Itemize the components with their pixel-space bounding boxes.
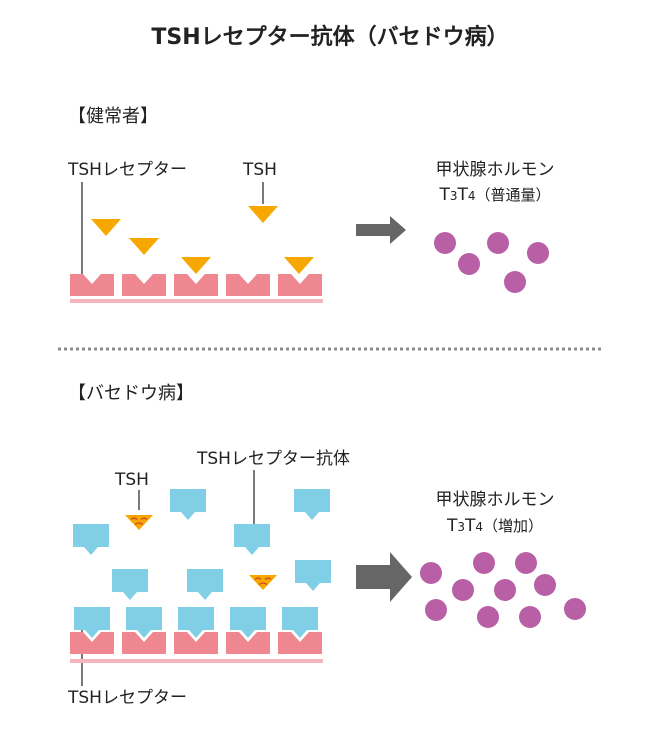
- normal-receptor-row: [70, 274, 322, 296]
- normal-tsh-label: TSH: [243, 160, 277, 180]
- hormone-dot: [425, 599, 447, 621]
- normal-arrow: [356, 216, 406, 244]
- normal-cell-membrane: [70, 299, 323, 303]
- graves-tsh-label: TSH: [115, 470, 149, 490]
- graves-cell-membrane: [70, 659, 323, 663]
- hormone-dot: [473, 552, 495, 574]
- graves-hormone-dots: [420, 552, 586, 628]
- graves-arrow: [356, 552, 412, 602]
- antibody-shape: [73, 524, 109, 555]
- hormone-dot: [564, 598, 586, 620]
- antibody-shape: [187, 569, 223, 600]
- receptor-shape: [122, 274, 166, 296]
- antibody-shape: [234, 524, 270, 555]
- sad-tsh-shape: [248, 574, 278, 591]
- hormone-dot: [487, 232, 509, 254]
- tsh-shape: [91, 219, 121, 236]
- hormone-dot: [519, 606, 541, 628]
- antibody-shape: [295, 560, 331, 591]
- antibody-shape: [112, 569, 148, 600]
- normal-receptor-label: TSHレセプター: [68, 160, 187, 180]
- normal-hormone-type: T3T4（普通量）: [439, 185, 551, 205]
- graves-heading: 【バセドウ病】: [68, 383, 194, 404]
- tsh-shape: [284, 257, 314, 274]
- hormone-dot: [452, 579, 474, 601]
- graves-antibodies-free: [73, 489, 331, 600]
- graves-receptor-label: TSHレセプター: [68, 688, 187, 708]
- normal-tsh-molecules: [91, 206, 314, 274]
- hormone-dot: [515, 552, 537, 574]
- receptor-shape: [70, 274, 114, 296]
- normal-hormone-label: 甲状腺ホルモン: [435, 160, 555, 180]
- hormone-dot: [434, 232, 456, 254]
- page-title: TSHレセプター抗体（バセドウ病）: [151, 25, 509, 50]
- normal-hormone-dots: [434, 232, 549, 293]
- hormone-dot: [494, 579, 516, 601]
- hormone-dot: [477, 606, 499, 628]
- antibody-shape: [170, 489, 206, 520]
- receptor-shape: [278, 274, 322, 296]
- normal-heading: 【健常者】: [68, 106, 158, 127]
- hormone-dot: [527, 242, 549, 264]
- hormone-dot: [504, 271, 526, 293]
- hormone-dot: [420, 562, 442, 584]
- graves-hormone-type: T3T4（増加）: [446, 516, 544, 536]
- tsh-shape: [129, 238, 159, 255]
- sad-tsh-shape: [124, 514, 154, 531]
- receptor-shape: [174, 274, 218, 296]
- hormone-dot: [458, 253, 480, 275]
- tsh-shape: [181, 257, 211, 274]
- hormone-dot: [534, 574, 556, 596]
- receptor-shape: [226, 274, 270, 296]
- graves-hormone-label: 甲状腺ホルモン: [435, 490, 555, 510]
- tsh-shape: [248, 206, 278, 223]
- graves-antibody-label: TSHレセプター抗体: [197, 449, 350, 469]
- antibody-shape: [294, 489, 330, 520]
